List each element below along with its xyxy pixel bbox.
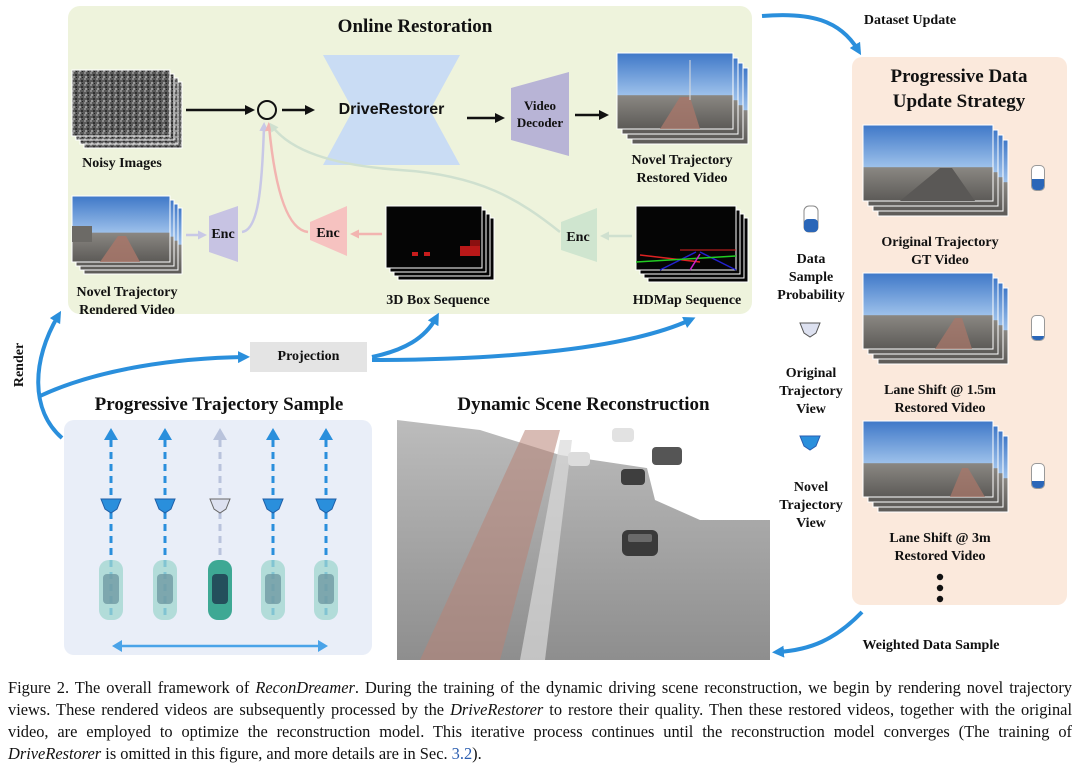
shift3-line1: Lane Shift @ 3m — [889, 531, 991, 546]
caption-italic1: ReconDreamer — [255, 678, 355, 697]
novel-trajectory-column — [99, 428, 123, 620]
original-view-icon — [799, 322, 821, 338]
car-window-icon — [318, 574, 334, 604]
caption-italic2: DriveRestorer — [450, 700, 544, 719]
figure-caption: Figure 2. The overall framework of Recon… — [8, 677, 1072, 765]
caption-part1: Figure 2. The overall framework of — [8, 678, 256, 697]
gt-video-stack — [862, 124, 1009, 217]
video-decoder-line1: Video — [523, 98, 557, 113]
caption-part5: ). — [472, 744, 482, 763]
online-restoration-title: Online Restoration — [337, 16, 493, 37]
legend-data-line1: Data — [796, 252, 826, 267]
weighted-sample-label: Weighted Data Sample — [862, 638, 1000, 653]
car-window-icon — [265, 574, 281, 604]
caption-part3: to restore their quality. Then these res… — [8, 700, 1072, 741]
legend-original-view: Original Trajectory View — [768, 365, 854, 419]
original-trajectory-column — [208, 428, 232, 620]
restored-video-label: Novel Trajectory Restored Video — [612, 152, 752, 188]
rendered-video-line1: Novel Trajectory — [76, 285, 178, 300]
enc3-label: Enc — [566, 230, 590, 245]
car-window-icon — [103, 574, 119, 604]
projection-box: Projection — [250, 342, 367, 372]
caption-part2: . During the training of the dynamic dri… — [8, 678, 1072, 719]
box-sequence-stack — [385, 205, 495, 281]
novel-trajectory-column — [314, 428, 338, 620]
rendered-video-stack — [71, 195, 183, 275]
legend-orig-line1: Original — [785, 366, 837, 381]
legend-data-line3: Probability — [777, 288, 845, 303]
novel-camera-icon — [154, 498, 176, 514]
dataset-update-label: Dataset Update — [863, 13, 957, 28]
novel-camera-icon — [262, 498, 284, 514]
enc1-label: Enc — [211, 227, 235, 242]
trajectory-sample-title: Progressive Trajectory Sample — [94, 394, 344, 415]
car-window-icon — [157, 574, 173, 604]
caption-section-ref[interactable]: 3.2 — [451, 744, 473, 763]
legend-data-prob: Data Sample Probability — [768, 251, 854, 305]
noisy-images-label: Noisy Images — [82, 156, 162, 171]
caption-part4: is omitted in this figure, and more deta… — [101, 744, 452, 763]
shift15-line2: Restored Video — [894, 401, 986, 416]
progressive-title-line2: Update Strategy — [892, 91, 1026, 112]
shift3-line2: Restored Video — [894, 549, 986, 564]
hdmap-sequence-stack — [635, 205, 749, 283]
legend-novel-line1: Novel — [793, 480, 829, 495]
shift3-label: Lane Shift @ 3m Restored Video — [860, 530, 1020, 566]
dynamic-reconstruction-title: Dynamic Scene Reconstruction — [457, 394, 710, 415]
novel-trajectory-column — [261, 428, 285, 620]
rendered-video-line2: Rendered Video — [79, 303, 175, 318]
car-window-icon — [212, 574, 228, 604]
novel-camera-icon — [100, 498, 122, 514]
prob-bar-1 — [1031, 165, 1045, 191]
render-label: Render — [12, 342, 27, 388]
novel-view-icon — [799, 435, 821, 451]
framework-diagram — [36, 13, 1009, 660]
box-sequence-label: 3D Box Sequence — [386, 293, 490, 308]
restored-video-line1: Novel Trajectory — [631, 153, 733, 168]
legend-orig-line3: View — [796, 402, 826, 417]
shift3-video-stack — [862, 420, 1009, 513]
video-decoder-line2: Decoder — [516, 115, 564, 130]
hdmap-sequence-label: HDMap Sequence — [632, 293, 742, 308]
legend-orig-line2: Trajectory — [779, 384, 843, 399]
original-camera-icon — [209, 498, 231, 514]
rendered-video-label: Novel Trajectory Rendered Video — [62, 284, 192, 320]
prob-bar-2 — [1031, 315, 1045, 341]
restored-video-stack — [616, 52, 749, 145]
point-cloud — [397, 420, 770, 660]
progressive-title: Progressive Data Update Strategy — [858, 64, 1060, 114]
render-label-wrap: Render — [0, 337, 40, 397]
caption-italic3: DriveRestorer — [8, 744, 102, 763]
shift15-line1: Lane Shift @ 1.5m — [884, 383, 996, 398]
drive-restorer-label: DriveRestorer — [338, 101, 445, 118]
data-probability-legend-icon — [803, 205, 819, 233]
gt-video-line2: GT Video — [911, 253, 969, 268]
legend-data-line2: Sample — [788, 270, 834, 285]
novel-trajectory-column — [153, 428, 177, 620]
restored-video-line2: Restored Video — [636, 171, 728, 186]
legend-novel-line3: View — [796, 516, 826, 531]
novel-camera-icon — [315, 498, 337, 514]
trajectory-sample-diagram — [99, 428, 338, 620]
progressive-title-line1: Progressive Data — [890, 66, 1028, 87]
gt-video-label: Original Trajectory GT Video — [860, 234, 1020, 270]
shift15-video-stack — [862, 272, 1009, 365]
trajectory-columns — [112, 640, 328, 652]
legend-novel-view: Novel Trajectory View — [768, 479, 854, 533]
prob-bar-3 — [1031, 463, 1045, 489]
video-decoder-label: Video Decoder — [506, 97, 574, 131]
noisy-images-stack — [71, 69, 183, 149]
gt-video-line1: Original Trajectory — [881, 235, 999, 250]
legend-novel-line2: Trajectory — [779, 498, 843, 513]
shift15-label: Lane Shift @ 1.5m Restored Video — [860, 382, 1020, 418]
enc2-label: Enc — [316, 226, 340, 241]
